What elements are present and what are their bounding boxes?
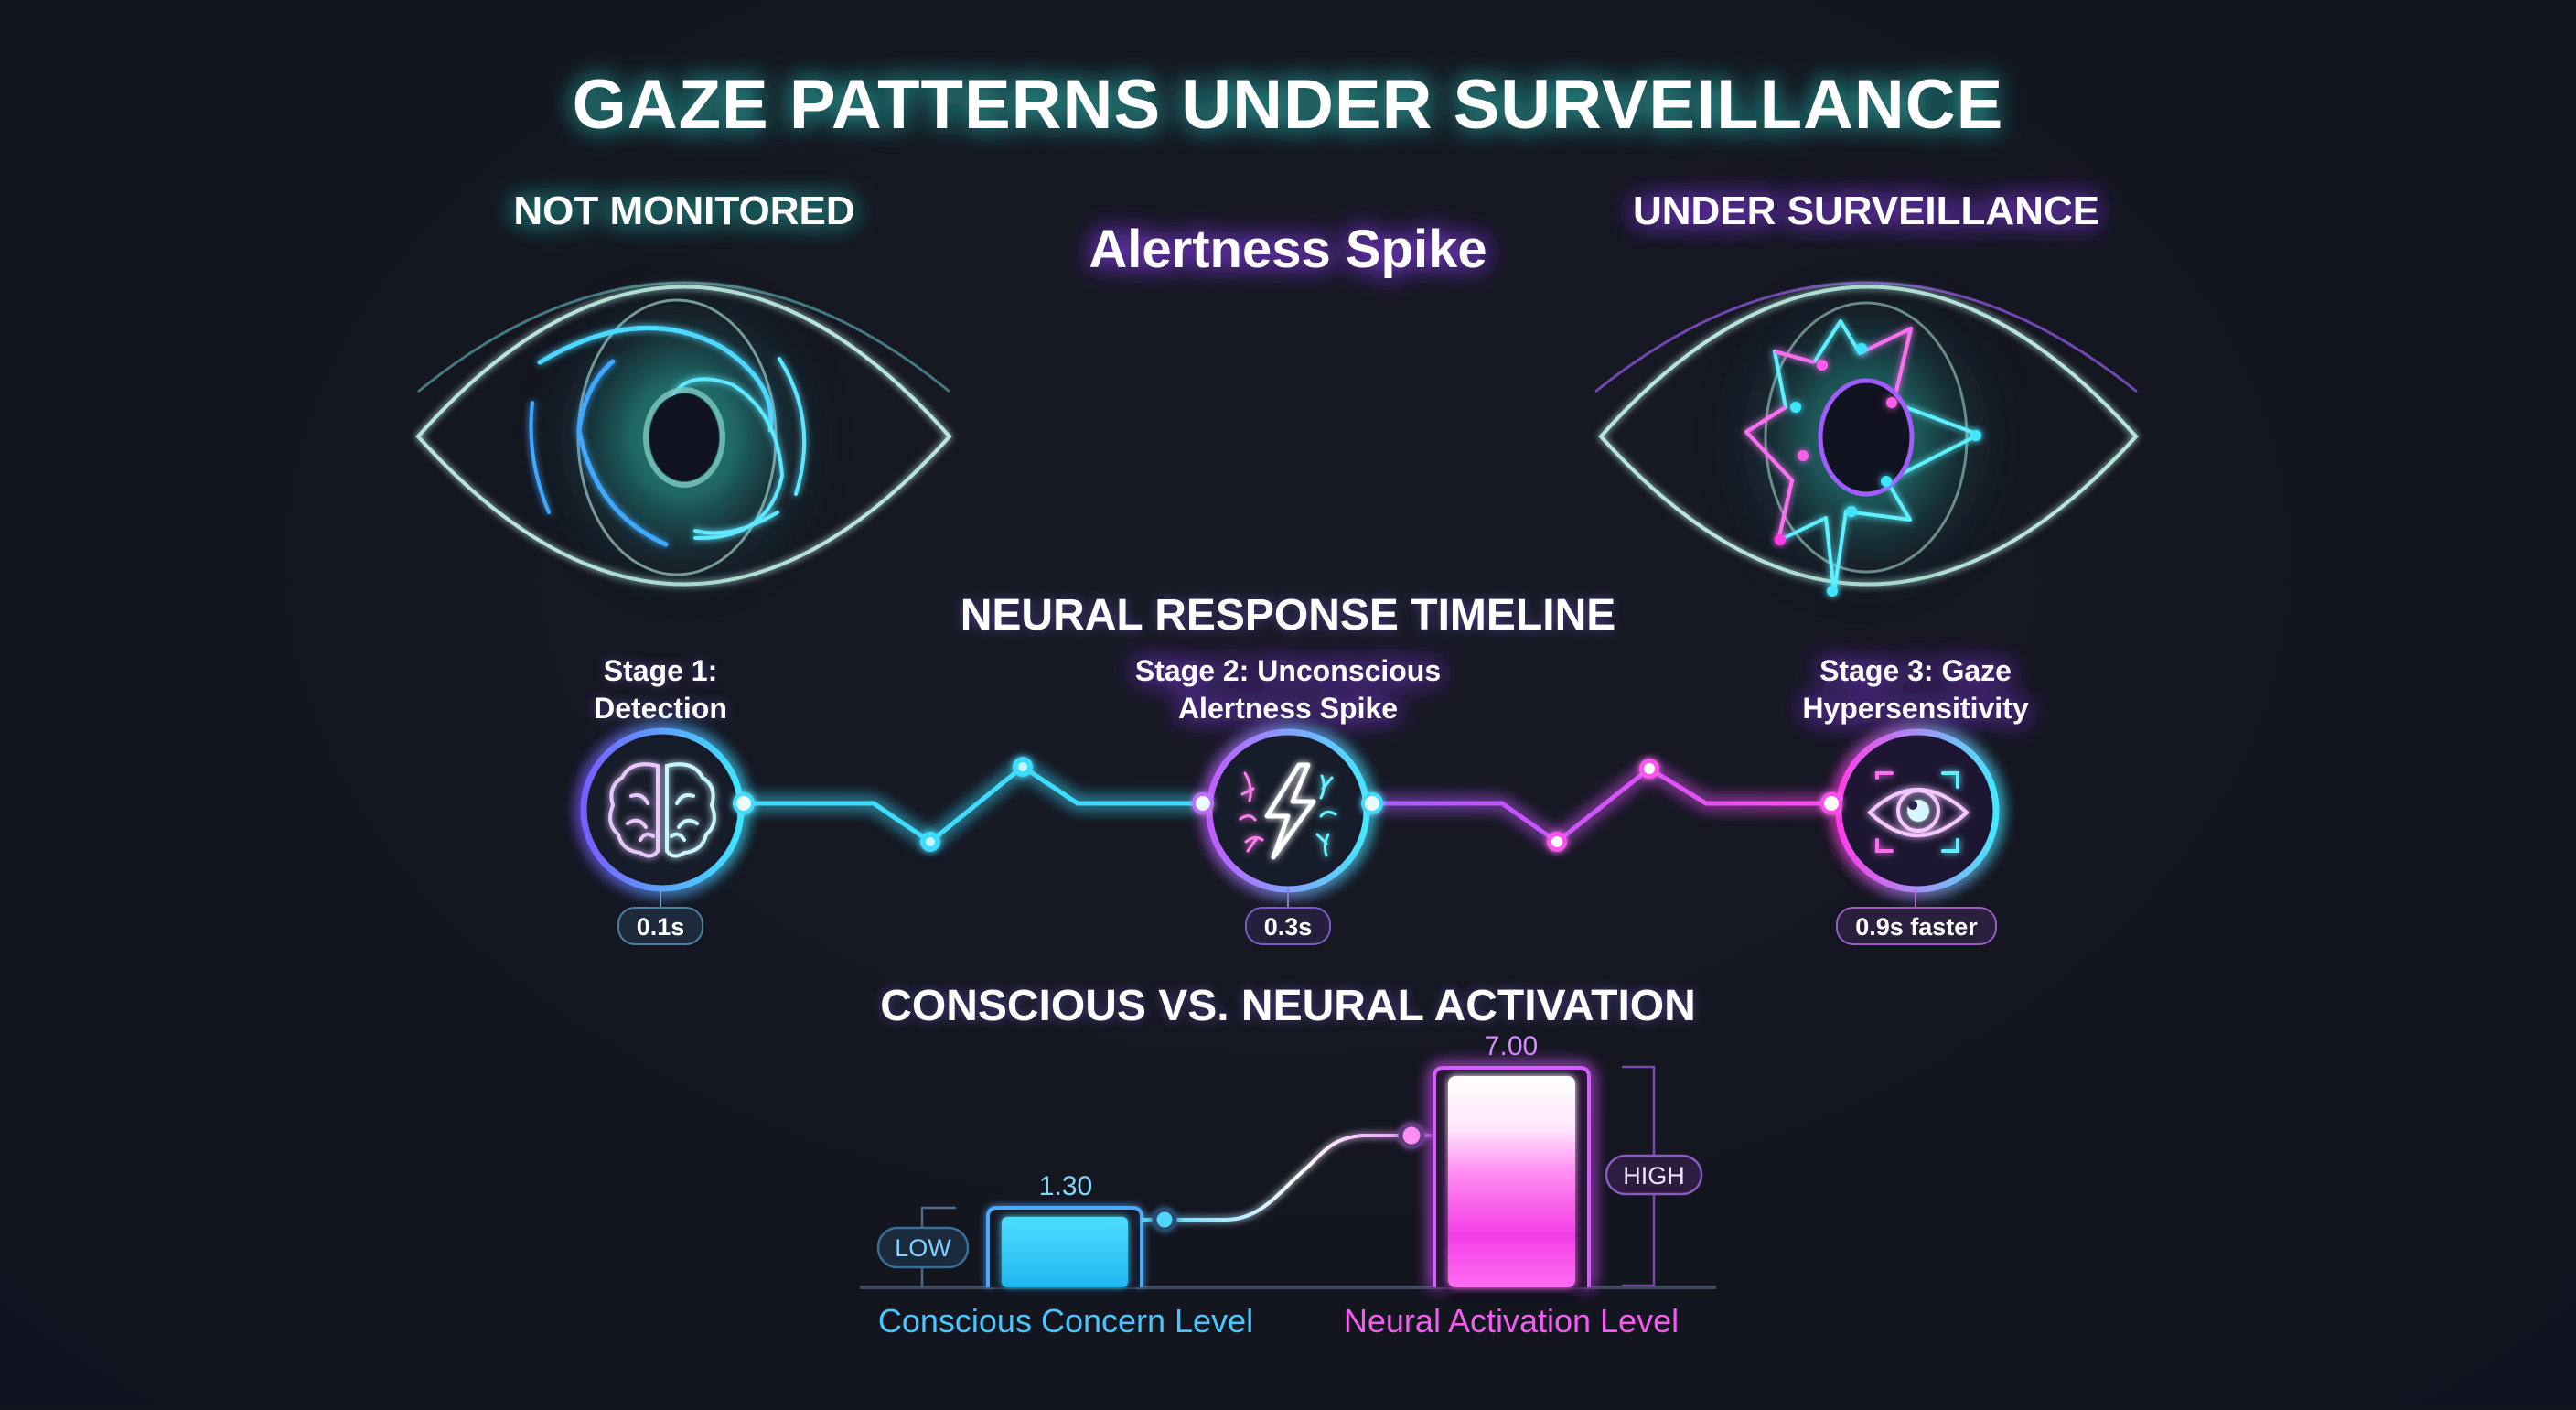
stage-1-time-badge: 0.1s bbox=[617, 907, 703, 945]
svg-text:Stage 1:: Stage 1: bbox=[604, 654, 717, 687]
svg-text:Stage 2: Unconscious: Stage 2: Unconscious bbox=[1135, 654, 1441, 687]
calm-eye-icon bbox=[415, 281, 952, 587]
timeline-connector bbox=[744, 764, 1831, 845]
brain-icon bbox=[608, 762, 716, 858]
timeline-heading: NEURAL RESPONSE TIMELINE bbox=[961, 591, 1616, 640]
bar-label-conscious: Conscious Concern Level bbox=[878, 1302, 1253, 1340]
agitated-eye-icon bbox=[1594, 281, 2139, 597]
page-title: GAZE PATTERNS UNDER SURVEILLANCE bbox=[573, 66, 2004, 144]
low-annotation: LOW bbox=[876, 1206, 970, 1287]
bar-label-neural: Neural Activation Level bbox=[1344, 1302, 1679, 1340]
eye-label-under-surveillance: UNDER SURVEILLANCE bbox=[1633, 188, 2099, 233]
svg-text:Stage 3: Gaze: Stage 3: Gaze bbox=[1819, 654, 2012, 687]
svg-text:UNDER SURVEILLANCE: UNDER SURVEILLANCE bbox=[1633, 188, 2099, 233]
svg-text:0.3s: 0.3s bbox=[1264, 913, 1313, 941]
lightning-icon bbox=[1239, 762, 1337, 860]
svg-text:Alertness Spike: Alertness Spike bbox=[1178, 692, 1398, 725]
trend-curve bbox=[1142, 1122, 1434, 1232]
stage-3-time-badge: 0.9s faster bbox=[1836, 907, 1997, 945]
stage-2: Stage 2: Unconscious Alertness Spike 0.3… bbox=[1135, 654, 1441, 945]
high-annotation: HIGH bbox=[1605, 1065, 1703, 1287]
bar-conscious-concern: 1.30 bbox=[986, 1171, 1143, 1287]
stage-1: Stage 1: Detection 0.1s bbox=[580, 654, 755, 945]
svg-text:LOW: LOW bbox=[895, 1234, 951, 1262]
svg-text:Alertness Spike: Alertness Spike bbox=[1089, 220, 1487, 279]
timeline-nodes bbox=[920, 757, 1659, 852]
stage-2-time-badge: 0.3s bbox=[1245, 907, 1331, 945]
svg-text:GAZE PATTERNS UNDER SURVEILLAN: GAZE PATTERNS UNDER SURVEILLANCE bbox=[573, 66, 2004, 144]
svg-text:1.30: 1.30 bbox=[1039, 1171, 1092, 1201]
bar-neural-activation: 7.00 bbox=[1433, 1031, 1591, 1287]
svg-text:Detection: Detection bbox=[594, 692, 727, 725]
eye-label-not-monitored: NOT MONITORED bbox=[513, 188, 854, 233]
svg-text:7.00: 7.00 bbox=[1485, 1031, 1538, 1061]
svg-text:HIGH: HIGH bbox=[1623, 1162, 1685, 1189]
bar-chart: LOW 1.30 7.00 HIGH Conscious Concern Lev bbox=[860, 1031, 1716, 1340]
svg-text:0.9s faster: 0.9s faster bbox=[1855, 913, 1978, 941]
svg-text:CONSCIOUS VS. NEURAL ACTIVATIO: CONSCIOUS VS. NEURAL ACTIVATION bbox=[880, 982, 1696, 1030]
svg-text:Hypersensitivity: Hypersensitivity bbox=[1802, 692, 2028, 725]
alertness-spike-label: Alertness Spike bbox=[1089, 220, 1487, 279]
stage-3: Stage 3: Gaze Hypersensitivity 0.9s fast… bbox=[1802, 654, 2029, 945]
svg-text:NOT MONITORED: NOT MONITORED bbox=[513, 188, 854, 233]
eye-scan-icon bbox=[1867, 771, 1970, 853]
chart-heading: CONSCIOUS VS. NEURAL ACTIVATION bbox=[880, 982, 1696, 1030]
svg-text:0.1s: 0.1s bbox=[637, 913, 685, 941]
svg-text:NEURAL RESPONSE TIMELINE: NEURAL RESPONSE TIMELINE bbox=[961, 591, 1616, 640]
